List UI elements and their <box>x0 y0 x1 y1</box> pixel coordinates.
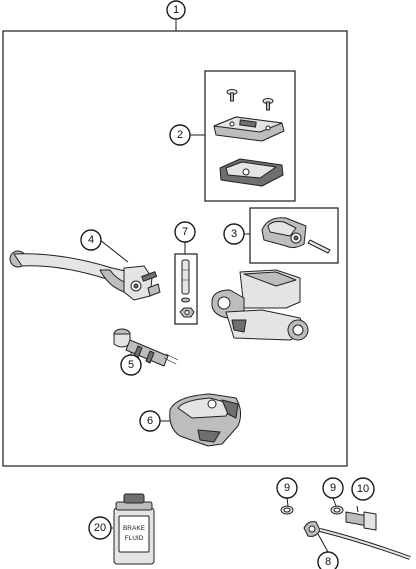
brake-fluid-bottle: BRAKE FLUID <box>113 493 155 565</box>
callout-1: 1 <box>166 0 186 20</box>
cover-diaphragm <box>219 158 284 187</box>
svg-text:6: 6 <box>147 415 153 427</box>
cover-screw-right <box>262 98 274 111</box>
callout-10: 10 <box>351 477 375 501</box>
lever-protective-cover <box>169 393 242 447</box>
callout-3: 3 <box>223 223 245 245</box>
piston-assembly <box>113 328 179 367</box>
bottle-label-line2: FLUID <box>125 535 144 542</box>
callout-7: 7 <box>174 221 196 243</box>
brake-lever <box>9 250 161 301</box>
clamp-group-frame-3 <box>249 207 339 264</box>
handlebar-clamp <box>261 217 307 249</box>
cover-screw-left <box>226 89 238 102</box>
callout-5: 5 <box>120 354 142 376</box>
pushrod-nut <box>179 307 195 318</box>
callout-20: 20 <box>88 516 112 540</box>
svg-text:5: 5 <box>128 359 134 371</box>
clamp-pin <box>307 239 331 254</box>
svg-text:1: 1 <box>173 4 179 16</box>
leader-4 <box>99 239 129 263</box>
svg-text:3: 3 <box>231 228 237 240</box>
leader-9b <box>332 497 337 507</box>
pushrod <box>181 259 190 303</box>
svg-text:9: 9 <box>284 482 290 494</box>
banjo-bolt <box>345 511 377 531</box>
leader-8 <box>317 533 329 553</box>
callout-9-right: 9 <box>322 477 344 499</box>
svg-text:9: 9 <box>330 482 336 494</box>
callout-4: 4 <box>80 229 102 251</box>
pushrod-group-frame-7 <box>174 253 198 325</box>
leader-10 <box>356 505 359 513</box>
svg-text:10: 10 <box>357 483 369 495</box>
svg-text:8: 8 <box>325 556 331 568</box>
svg-text:2: 2 <box>177 129 183 141</box>
master-cylinder-body <box>211 269 309 341</box>
assembly-frame-1 <box>2 30 348 467</box>
svg-text:4: 4 <box>88 234 94 246</box>
svg-text:7: 7 <box>182 226 188 238</box>
leader-9a <box>286 497 289 507</box>
brake-hose <box>303 521 411 560</box>
callout-2: 2 <box>169 124 191 146</box>
callout-6: 6 <box>139 410 161 432</box>
svg-text:20: 20 <box>94 522 106 534</box>
reservoir-cover <box>213 116 285 142</box>
sealing-washer-left <box>280 505 294 515</box>
sealing-washer-right <box>330 505 344 515</box>
cover-group-frame-2 <box>204 70 296 202</box>
callout-8: 8 <box>317 551 339 569</box>
callout-9-left: 9 <box>276 477 298 499</box>
bottle-label-line1: BRAKE <box>123 525 146 532</box>
